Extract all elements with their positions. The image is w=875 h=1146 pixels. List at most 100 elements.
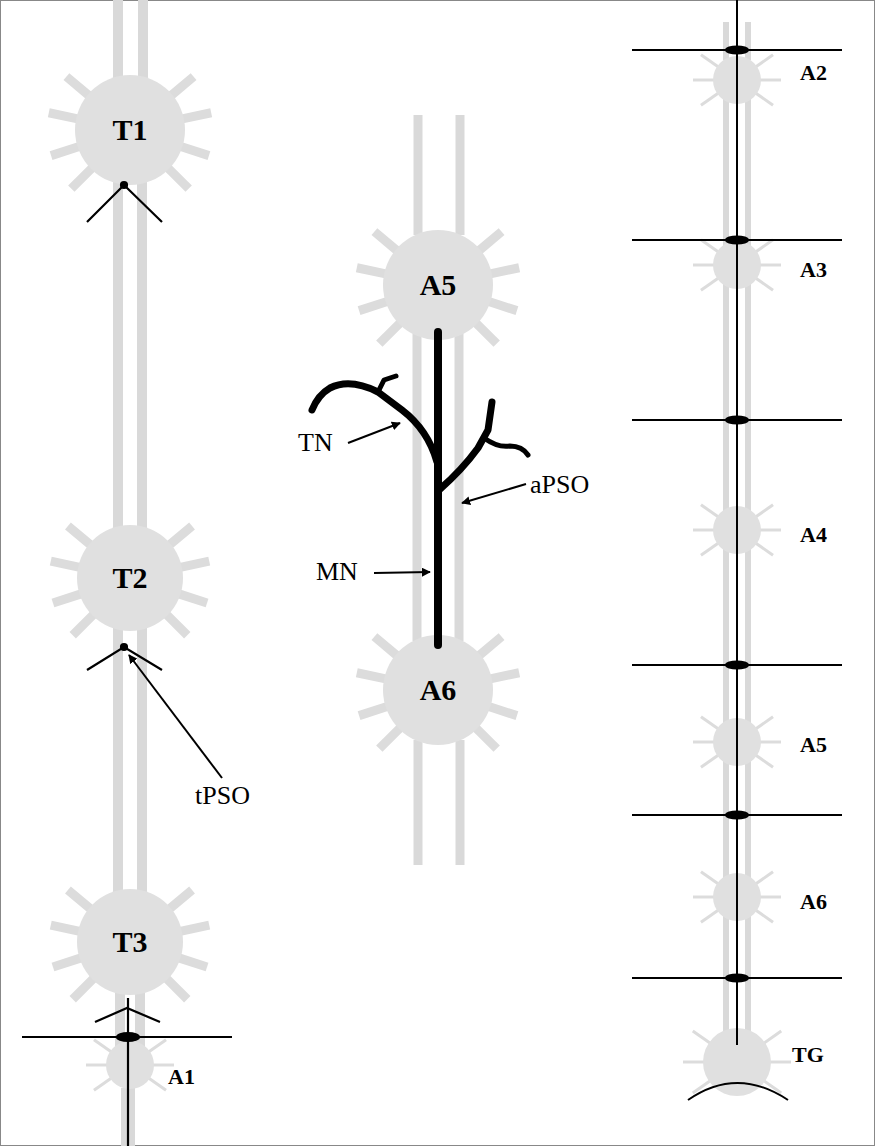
ganglion-label: A3 — [800, 259, 827, 281]
callout-label: tPSO — [195, 783, 250, 809]
connective-strand — [745, 915, 751, 1034]
nerve-root — [49, 113, 80, 120]
ganglion-body — [77, 889, 183, 995]
connective-strand — [723, 915, 729, 1034]
connective-strand — [745, 283, 751, 512]
nerve-root — [73, 613, 96, 636]
ganglion-label: A6 — [420, 675, 457, 705]
transverse-nerve — [632, 49, 842, 51]
connective — [113, 0, 123, 80]
nerve-root — [357, 268, 388, 275]
tPSO-organ — [87, 185, 162, 222]
nerve-root — [66, 77, 91, 98]
callout-label: MN — [316, 559, 358, 585]
nerve-root — [374, 232, 399, 253]
ganglion-label: A6 — [800, 891, 827, 913]
connective-strand — [413, 334, 422, 641]
nerve-root — [487, 301, 517, 311]
ganglion-label: A1 — [168, 1066, 195, 1088]
connective-strand — [745, 760, 751, 879]
connective-strand — [113, 179, 123, 531]
ganglion-body — [106, 1041, 154, 1089]
nerve-root — [379, 321, 402, 344]
connective — [723, 22, 729, 60]
ganglion-label: TG — [792, 1044, 824, 1066]
connective-strand — [723, 548, 729, 724]
connective-strand — [135, 989, 145, 1047]
connective-strand — [723, 760, 729, 879]
nerve-root — [53, 957, 83, 967]
ganglion: T2 — [77, 525, 183, 631]
organ-swelling — [726, 662, 748, 669]
nerve-root — [474, 726, 497, 749]
transverse-nerve — [632, 419, 842, 421]
nerve-root — [166, 166, 189, 189]
ganglion-body — [713, 873, 761, 921]
connective — [726, 98, 748, 247]
nerve-root — [51, 146, 81, 156]
ganglion-label: T1 — [112, 115, 147, 145]
ganglion-body — [713, 506, 761, 554]
callout-label: aPSO — [530, 472, 589, 498]
ganglion: T3 — [77, 889, 183, 995]
nerve-root — [488, 673, 519, 680]
leader-lines — [129, 423, 526, 778]
connective-strand — [455, 334, 464, 641]
nerve-root — [68, 890, 93, 911]
nerve-root — [488, 268, 519, 275]
ganglion-outline — [713, 873, 761, 921]
leader-line — [348, 423, 400, 443]
connective — [138, 0, 148, 80]
nerve-root — [177, 957, 207, 967]
transverse-nerve — [378, 376, 396, 392]
connective — [120, 989, 140, 1047]
tPSO-organ — [87, 647, 162, 670]
callout-label: TN — [298, 430, 333, 456]
nerve-root — [379, 726, 402, 749]
connective — [118, 179, 142, 531]
median-nerve — [736, 0, 738, 1045]
connective-strand — [137, 625, 147, 895]
nerve-root — [168, 890, 193, 911]
connective — [417, 334, 459, 641]
nerve-root — [178, 561, 209, 568]
tPSO-organ — [95, 1008, 160, 1022]
ganglion: T1 — [75, 75, 185, 185]
nerve-root — [477, 637, 502, 658]
organ-swelling — [726, 237, 748, 244]
ganglion-label: A2 — [800, 62, 827, 84]
ganglion-body — [713, 241, 761, 289]
organ-dot — [121, 182, 127, 188]
ganglion: A6 — [713, 873, 761, 921]
connective — [118, 625, 142, 895]
nerve-root — [359, 706, 389, 716]
ganglion-label: A4 — [800, 524, 827, 546]
ganglion: TG — [703, 1028, 771, 1096]
ganglion-outline — [713, 506, 761, 554]
nerve-root — [51, 561, 82, 568]
ganglion-label: A5 — [800, 734, 827, 756]
connective-strand — [137, 179, 147, 531]
nerve-root — [68, 526, 93, 547]
ganglion: A1 — [106, 1041, 154, 1089]
connective-strand — [115, 989, 125, 1047]
ganglion: A5 — [713, 718, 761, 766]
nerve-root — [165, 977, 188, 1000]
leader-line — [129, 655, 222, 778]
organ-swelling — [117, 1033, 139, 1041]
connective — [726, 283, 748, 512]
right-panel-organs — [632, 0, 842, 1100]
transverse-nerve — [439, 402, 492, 490]
nerve-root — [357, 673, 388, 680]
connective-stubs — [118, 0, 748, 1146]
ganglion: A3 — [713, 241, 761, 289]
ganglion-body — [77, 525, 183, 631]
connective — [414, 740, 423, 865]
organ-swelling — [726, 417, 748, 424]
nerve-root — [359, 301, 389, 311]
ganglion-outline — [713, 718, 761, 766]
ganglion: A6 — [383, 635, 493, 745]
median-nerve — [127, 998, 129, 1146]
ganglion-outline — [703, 1028, 771, 1096]
